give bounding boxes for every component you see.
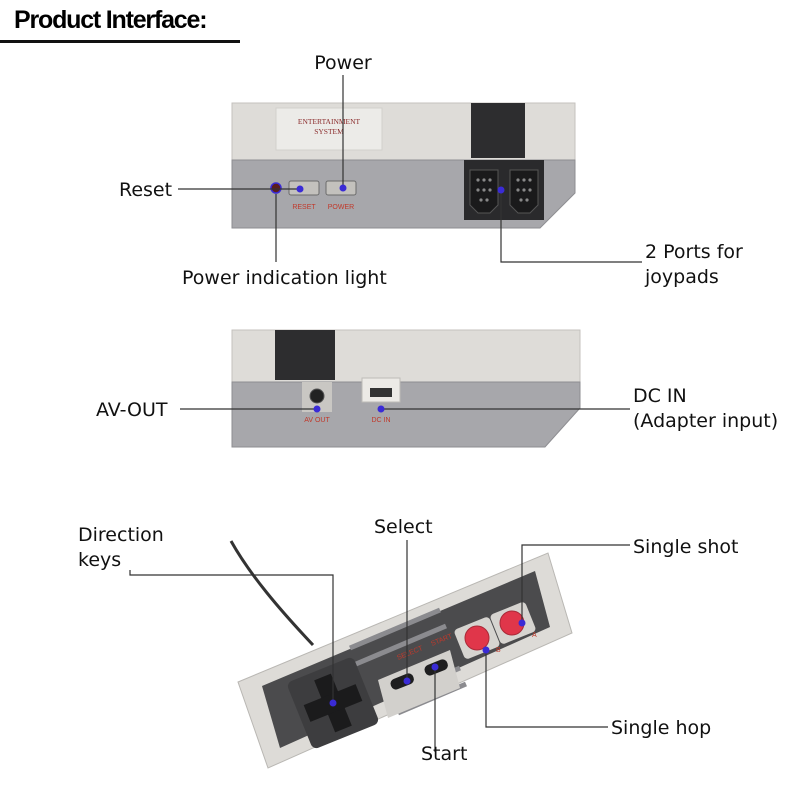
marker-select — [403, 677, 411, 685]
marker-av-out — [313, 405, 321, 413]
a-caption: A — [532, 632, 537, 639]
console-back-face — [231, 381, 581, 448]
reset-caption: RESET — [292, 204, 316, 211]
title-underline — [0, 40, 240, 43]
callout-dc-in-line2: (Adapter input) — [633, 410, 778, 432]
controller-cable — [229, 540, 315, 647]
console-front: ENTERTAINMENT SYSTEM RESET POWER — [231, 102, 576, 229]
callout-ports-line2: joypads — [644, 266, 719, 288]
callout-av-out: AV-OUT — [96, 399, 168, 421]
callout-dc-in-line1: DC IN — [633, 385, 687, 407]
page-title: Product Interface: — [14, 6, 208, 34]
callout-direction-line2: keys — [78, 549, 121, 571]
joypad-port-1 — [464, 160, 504, 220]
power-caption: POWER — [328, 204, 354, 211]
leader-lines — [129, 75, 642, 752]
callout-start: Start — [421, 743, 467, 765]
callout-single-shot: Single shot — [633, 536, 738, 558]
marker-single-hop — [482, 646, 490, 654]
av-out-jack — [309, 388, 325, 404]
callout-single-hop: Single hop — [611, 717, 711, 739]
callout-power: Power — [314, 52, 372, 74]
select-button — [390, 673, 414, 690]
console-back: AV OUT DC IN — [231, 329, 581, 448]
nameplate-line2: SYSTEM — [314, 127, 344, 136]
power-indicator-light — [270, 182, 282, 194]
console-dark-band — [471, 103, 525, 158]
nameplate — [275, 107, 383, 151]
marker-ports — [497, 186, 505, 194]
reset-button — [288, 180, 320, 196]
dc-in-caption: DC IN — [371, 417, 390, 424]
dc-in-port — [370, 388, 392, 397]
callout-markers — [296, 184, 526, 707]
marker-dc-in — [377, 405, 385, 413]
marker-single-shot — [518, 619, 526, 627]
marker-reset — [296, 185, 304, 193]
joypad-port-2 — [504, 160, 544, 220]
av-out-caption: AV OUT — [304, 417, 330, 424]
callout-power-light: Power indication light — [182, 267, 387, 289]
callout-direction-line1: Direction — [78, 524, 164, 546]
callout-reset: Reset — [119, 179, 172, 201]
marker-power — [339, 184, 347, 192]
marker-start — [431, 663, 439, 671]
callout-select: Select — [374, 516, 433, 538]
callout-ports-line1: 2 Ports for — [645, 241, 743, 263]
nameplate-line1: ENTERTAINMENT — [298, 117, 361, 126]
console-back-dark-band — [275, 330, 335, 380]
b-button — [464, 625, 490, 651]
marker-direction — [329, 699, 337, 707]
b-caption: B — [496, 647, 501, 654]
